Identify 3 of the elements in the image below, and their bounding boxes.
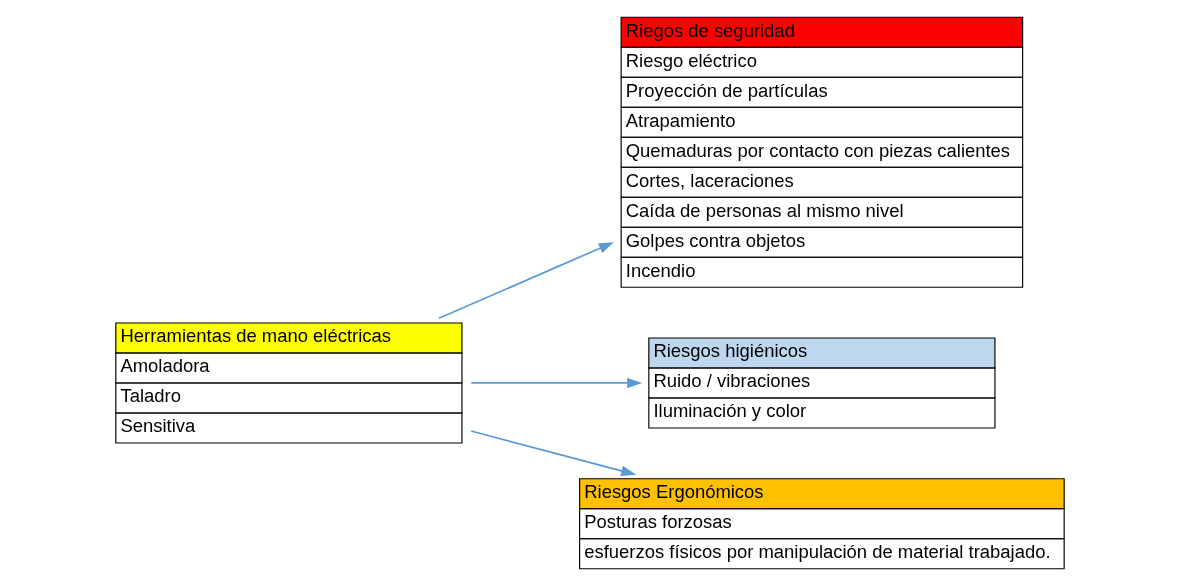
arrow xyxy=(470,430,637,476)
arrow xyxy=(438,242,614,320)
arrow xyxy=(470,377,643,389)
